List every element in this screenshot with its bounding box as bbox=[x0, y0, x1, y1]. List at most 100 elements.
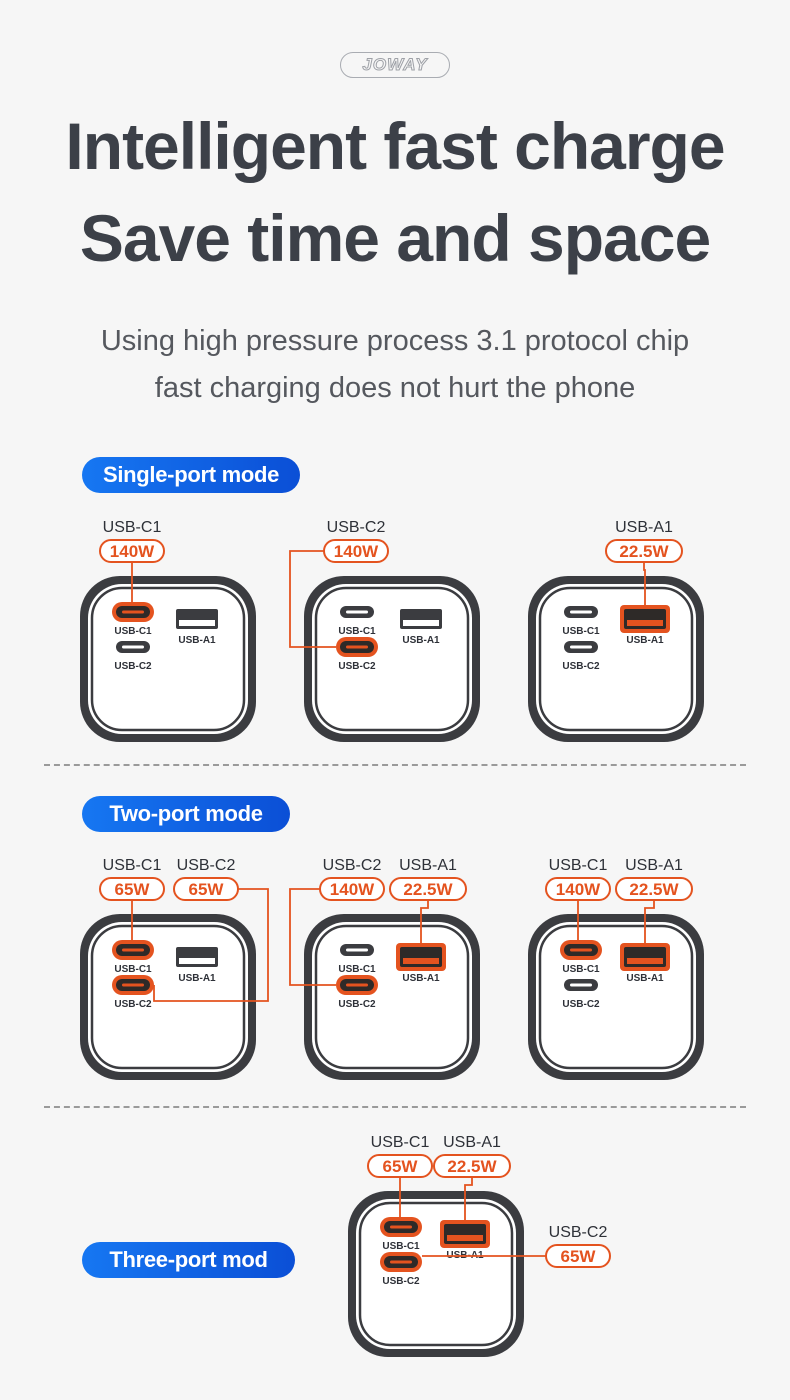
usb-a1-port-label: USB-A1 bbox=[402, 635, 440, 646]
label-usb-a1-port-name: USB-A1 bbox=[615, 519, 673, 536]
connector-line bbox=[289, 888, 336, 986]
subheadline-line-2: fast charging does not hurt the phone bbox=[154, 372, 636, 404]
headline-line-2: Save time and space bbox=[79, 201, 711, 275]
usb-c2-port-label: USB-C2 bbox=[338, 661, 376, 672]
label-usb-a1-port-name: USB-A1 bbox=[443, 1134, 501, 1151]
connector-line bbox=[153, 888, 269, 1002]
usb-c1-port-label: USB-C1 bbox=[338, 964, 376, 975]
usb-a1-port-label: USB-A1 bbox=[178, 973, 216, 984]
charger-face-outline bbox=[314, 586, 470, 732]
usb-a1-port-tongue bbox=[627, 620, 663, 626]
label-usb-c1-power-value: 65W bbox=[383, 1157, 419, 1176]
single-port-mode-pill: Single-port mode bbox=[82, 457, 300, 493]
usb-c2-port-tongue bbox=[346, 983, 368, 987]
charger-inner-ring bbox=[312, 922, 472, 1072]
usb-c1-port-tongue bbox=[122, 610, 144, 614]
usb-c2-port-label: USB-C2 bbox=[114, 661, 152, 672]
usb-a1-port-tongue bbox=[403, 958, 439, 964]
charger-face-outline bbox=[90, 586, 246, 732]
usb-a1-port-tongue bbox=[447, 1235, 483, 1241]
usb-c2-port-tongue bbox=[570, 983, 592, 987]
headline-line-1: Intelligent fast charge bbox=[65, 109, 725, 183]
charger-face-outline bbox=[538, 586, 694, 732]
usb-c1-port-tongue bbox=[570, 948, 592, 952]
usb-c1-port-label: USB-C1 bbox=[382, 1241, 420, 1252]
label-usb-c2-power-value: 65W bbox=[561, 1247, 597, 1266]
label-usb-a1-power-value: 22.5W bbox=[619, 542, 669, 561]
charger-inner-ring bbox=[312, 584, 472, 734]
connector-line bbox=[289, 550, 336, 648]
label-usb-c2-port-name: USB-C2 bbox=[177, 857, 236, 874]
usb-a1-port-tongue bbox=[403, 620, 439, 626]
usb-a1-port-label: USB-A1 bbox=[626, 635, 664, 646]
charger-inner-ring bbox=[356, 1199, 516, 1349]
label-usb-c2-power-value: 140W bbox=[334, 542, 379, 561]
connector-line bbox=[644, 900, 655, 943]
charger-inner-ring bbox=[536, 584, 696, 734]
connector-line bbox=[420, 900, 429, 943]
charger-face-outline bbox=[90, 924, 246, 1070]
brand-logo: JOWAY bbox=[340, 52, 450, 78]
usb-c2-port-label: USB-C2 bbox=[562, 999, 600, 1010]
label-usb-c2-port-name: USB-C2 bbox=[549, 1224, 608, 1241]
label-usb-c2-power-value: 65W bbox=[189, 880, 225, 899]
usb-c1-port-tongue bbox=[570, 610, 592, 614]
usb-c2-port-label: USB-C2 bbox=[338, 999, 376, 1010]
usb-c1-port-label: USB-C1 bbox=[562, 964, 600, 975]
usb-c1-port-tongue bbox=[346, 948, 368, 952]
usb-c2-port-tongue bbox=[122, 983, 144, 987]
usb-c2-port-label: USB-C2 bbox=[114, 999, 152, 1010]
label-usb-c2-port-name: USB-C2 bbox=[323, 857, 382, 874]
label-usb-c2-power-value: 140W bbox=[330, 880, 375, 899]
label-usb-c1-power-value: 140W bbox=[556, 880, 601, 899]
connector-line bbox=[643, 562, 646, 605]
label-usb-c1-power-value: 140W bbox=[110, 542, 155, 561]
label-usb-c1-port-name: USB-C1 bbox=[103, 857, 162, 874]
section-divider bbox=[44, 1106, 746, 1108]
usb-c1-port-tongue bbox=[122, 948, 144, 952]
usb-c1-port-label: USB-C1 bbox=[114, 626, 152, 637]
subheadline-line-1: Using high pressure process 3.1 protocol… bbox=[100, 325, 690, 357]
charger-inner-ring bbox=[536, 922, 696, 1072]
connector-line bbox=[464, 1177, 473, 1220]
usb-c2-port-tongue bbox=[122, 645, 144, 649]
usb-a1-port-tongue bbox=[627, 958, 663, 964]
usb-c2-port-label: USB-C2 bbox=[382, 1276, 420, 1287]
usb-a1-port-tongue bbox=[179, 958, 215, 964]
usb-a1-port-label: USB-A1 bbox=[402, 973, 440, 984]
mode-config: USB-C1USB-C2USB-A1USB-C165WUSB-A122.5WUS… bbox=[348, 1134, 611, 1357]
usb-c2-port-tongue bbox=[346, 645, 368, 649]
label-usb-c2-port-name: USB-C2 bbox=[327, 519, 386, 536]
usb-a1-port-label: USB-A1 bbox=[178, 635, 216, 646]
usb-c2-port-tongue bbox=[390, 1260, 412, 1264]
label-usb-c1-port-name: USB-C1 bbox=[103, 519, 162, 536]
usb-a1-port-tongue bbox=[179, 620, 215, 626]
section-divider bbox=[44, 764, 746, 766]
label-usb-c1-port-name: USB-C1 bbox=[371, 1134, 430, 1151]
usb-a1-port-label: USB-A1 bbox=[626, 973, 664, 984]
usb-c2-port-label: USB-C2 bbox=[562, 661, 600, 672]
charger-face-outline bbox=[314, 924, 470, 1070]
usb-c1-port-tongue bbox=[346, 610, 368, 614]
usb-c1-port-label: USB-C1 bbox=[114, 964, 152, 975]
label-usb-c1-port-name: USB-C1 bbox=[549, 857, 608, 874]
usb-c1-port-tongue bbox=[390, 1225, 412, 1229]
two-port-mode-pill: Two-port mode bbox=[82, 796, 290, 832]
usb-c1-port-label: USB-C1 bbox=[338, 626, 376, 637]
charger-face-outline bbox=[538, 924, 694, 1070]
usb-c1-port-label: USB-C1 bbox=[562, 626, 600, 637]
label-usb-a1-port-name: USB-A1 bbox=[399, 857, 457, 874]
